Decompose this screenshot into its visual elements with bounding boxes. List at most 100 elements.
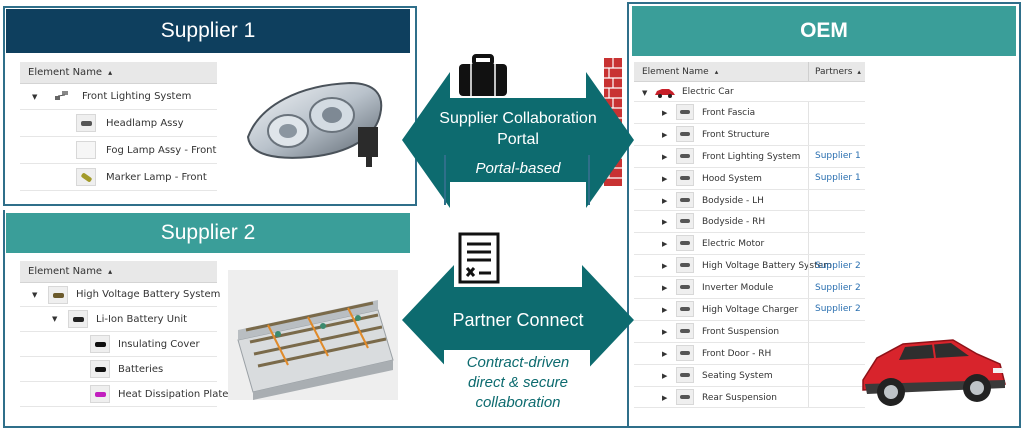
partner-link[interactable] (808, 102, 815, 123)
arrow2-subtitle-line1: Contract-driven (466, 354, 570, 371)
tree-row[interactable]: Insulating Cover (20, 332, 217, 357)
expand-caret-icon[interactable]: ▶ (662, 327, 668, 336)
tree-row-label: Front Lighting System (82, 91, 192, 102)
expand-caret-icon[interactable]: ▶ (662, 262, 668, 271)
partner-link[interactable] (808, 211, 815, 233)
partner-link[interactable] (808, 189, 815, 211)
sort-icon[interactable]: ▴︎ (108, 267, 113, 276)
partner-link[interactable]: Supplier 1 (808, 167, 861, 189)
tree-row-label: High Voltage Charger (702, 305, 799, 316)
tree-row-label: High Voltage Battery System (76, 289, 221, 300)
tree-row[interactable]: ▶ Front Door - RH (634, 342, 865, 365)
arrow1-subtitle-line2: exchange platform (456, 180, 580, 197)
tree-row-label: Hood System (702, 173, 762, 184)
tree-row[interactable]: ▶ Electric Motor (634, 233, 865, 256)
partner-link[interactable] (808, 233, 815, 255)
tree-row[interactable]: ▶ Front Lighting System Supplier 1 (634, 145, 865, 168)
tree-row[interactable]: ▶Bodyside - LH (634, 189, 865, 212)
expand-caret-icon[interactable]: ▶ (662, 152, 668, 161)
red-car-image (855, 328, 1010, 413)
tree-row-label: Electric Motor (702, 239, 765, 250)
tree-row-label: Front Lighting System (702, 151, 801, 162)
supplier1-title: Supplier 1 (160, 19, 256, 42)
collapse-caret-icon[interactable]: ▼ (32, 291, 38, 299)
tree-row[interactable]: ▶ Seating System (634, 364, 865, 387)
column-header-label: Element Name (28, 266, 103, 277)
supplier2-column-header[interactable]: Element Name ▴︎ (20, 261, 217, 283)
tree-row[interactable]: Batteries (20, 357, 217, 382)
partner-link[interactable]: Supplier 2 (808, 255, 861, 277)
sort-icon[interactable]: ▴︎ (108, 68, 113, 77)
tree-row[interactable]: Headlamp Assy (20, 110, 217, 137)
partner-link[interactable] (808, 123, 815, 145)
tree-row[interactable]: ▼ High Voltage Battery System (20, 283, 221, 307)
tree-row-label: Front Door - RH (702, 348, 772, 359)
partner-link[interactable] (808, 386, 815, 408)
tree-row[interactable]: ▶Front Fascia (634, 102, 865, 124)
oem-column-header[interactable]: Element Name ▴︎ Partners ▴︎ (634, 62, 865, 82)
oem-tree: Element Name ▴︎ Partners ▴︎ ▼ Electric C… (634, 62, 865, 409)
partner-link[interactable]: Supplier 2 (808, 277, 861, 299)
battery-pack-image (228, 270, 398, 400)
tree-row[interactable]: ▶ Inverter Module Supplier 2 (634, 277, 865, 300)
tree-row[interactable]: Heat Dissipation Plate (20, 382, 228, 407)
tree-row-label: Seating System (702, 370, 773, 381)
expand-caret-icon[interactable]: ▶ (662, 196, 668, 205)
tree-row[interactable]: ▶ Rear Suspension (634, 386, 865, 409)
collapse-caret-icon[interactable]: ▼ (52, 315, 58, 323)
part-thumbnail-icon (76, 141, 96, 159)
assembly-icon (54, 90, 70, 102)
supplier2-tree: Element Name ▴︎ ▼ High Voltage Battery S… (20, 261, 228, 407)
tree-row-label: Fog Lamp Assy - Front (106, 145, 217, 156)
expand-caret-icon[interactable]: ▶ (662, 306, 668, 315)
oem-title: OEM (800, 19, 848, 42)
tree-row[interactable]: ▶Front Structure (634, 123, 865, 146)
expand-caret-icon[interactable]: ▶ (662, 240, 668, 249)
tree-row[interactable]: ▶Bodyside - RH (634, 211, 865, 234)
expand-caret-icon[interactable]: ▶ (662, 174, 668, 183)
sort-icon[interactable]: ▴︎ (714, 67, 719, 76)
arrow1-title-line1: Supplier Collaboration (439, 110, 597, 127)
tree-row[interactable]: Fog Lamp Assy - Front (20, 137, 217, 164)
expand-caret-icon[interactable]: ▶ (662, 218, 668, 227)
supplier2-header: Supplier 2 (6, 213, 410, 253)
oem-child-rows: ▶Front Fascia▶Front Structure▶Front Ligh… (634, 102, 865, 409)
arrow1-subtitle-line1: Portal-based (475, 160, 561, 177)
tree-row[interactable]: ▶Front Suspension (634, 320, 865, 343)
expand-caret-icon[interactable]: ▶ (662, 371, 668, 380)
tree-row[interactable]: ▶ Hood System Supplier 1 (634, 167, 865, 190)
tree-row-label: Insulating Cover (118, 339, 200, 350)
tree-row-root[interactable]: ▼ Electric Car (634, 82, 865, 102)
part-thumbnail-icon (676, 104, 694, 120)
tree-row[interactable]: ▶ High Voltage Charger Supplier 2 (634, 299, 865, 321)
part-thumbnail-icon (676, 301, 694, 318)
tree-row-label: Rear Suspension (702, 392, 777, 403)
tree-row[interactable]: ▼ Front Lighting System (20, 84, 217, 110)
part-thumbnail-icon (76, 168, 96, 186)
expand-caret-icon[interactable]: ▶ (662, 109, 668, 117)
partner-link[interactable] (808, 364, 815, 386)
column-header-label: Element Name (642, 66, 709, 77)
expand-caret-icon[interactable]: ▶ (662, 349, 668, 358)
bottom-border-line (3, 426, 1021, 428)
part-thumbnail-icon (48, 286, 68, 304)
partners-column-header[interactable]: Partners ▴︎ (808, 62, 861, 81)
arrow2-subtitle: Contract-driven direct & secure collabor… (430, 353, 606, 413)
tree-row-label: Inverter Module (702, 283, 774, 294)
partner-link[interactable] (808, 342, 815, 364)
sort-icon[interactable]: ▴︎ (857, 67, 861, 76)
tree-row[interactable]: Marker Lamp - Front (20, 164, 217, 191)
tree-row[interactable]: ▼ Li-Ion Battery Unit (20, 307, 217, 332)
expand-caret-icon[interactable]: ▶ (662, 130, 668, 139)
partner-link[interactable]: Supplier 1 (808, 145, 861, 167)
expand-caret-icon[interactable]: ▶ (662, 393, 668, 402)
collapse-caret-icon[interactable]: ▼ (32, 93, 38, 101)
part-thumbnail-icon (68, 310, 88, 328)
expand-caret-icon[interactable]: ▶ (662, 284, 668, 293)
partners-header-label: Partners (815, 66, 853, 77)
supplier1-column-header[interactable]: Element Name ▴︎ (20, 62, 217, 84)
partner-link[interactable] (808, 320, 815, 342)
collapse-caret-icon[interactable]: ▼ (642, 89, 648, 97)
partner-link[interactable]: Supplier 2 (808, 299, 861, 320)
